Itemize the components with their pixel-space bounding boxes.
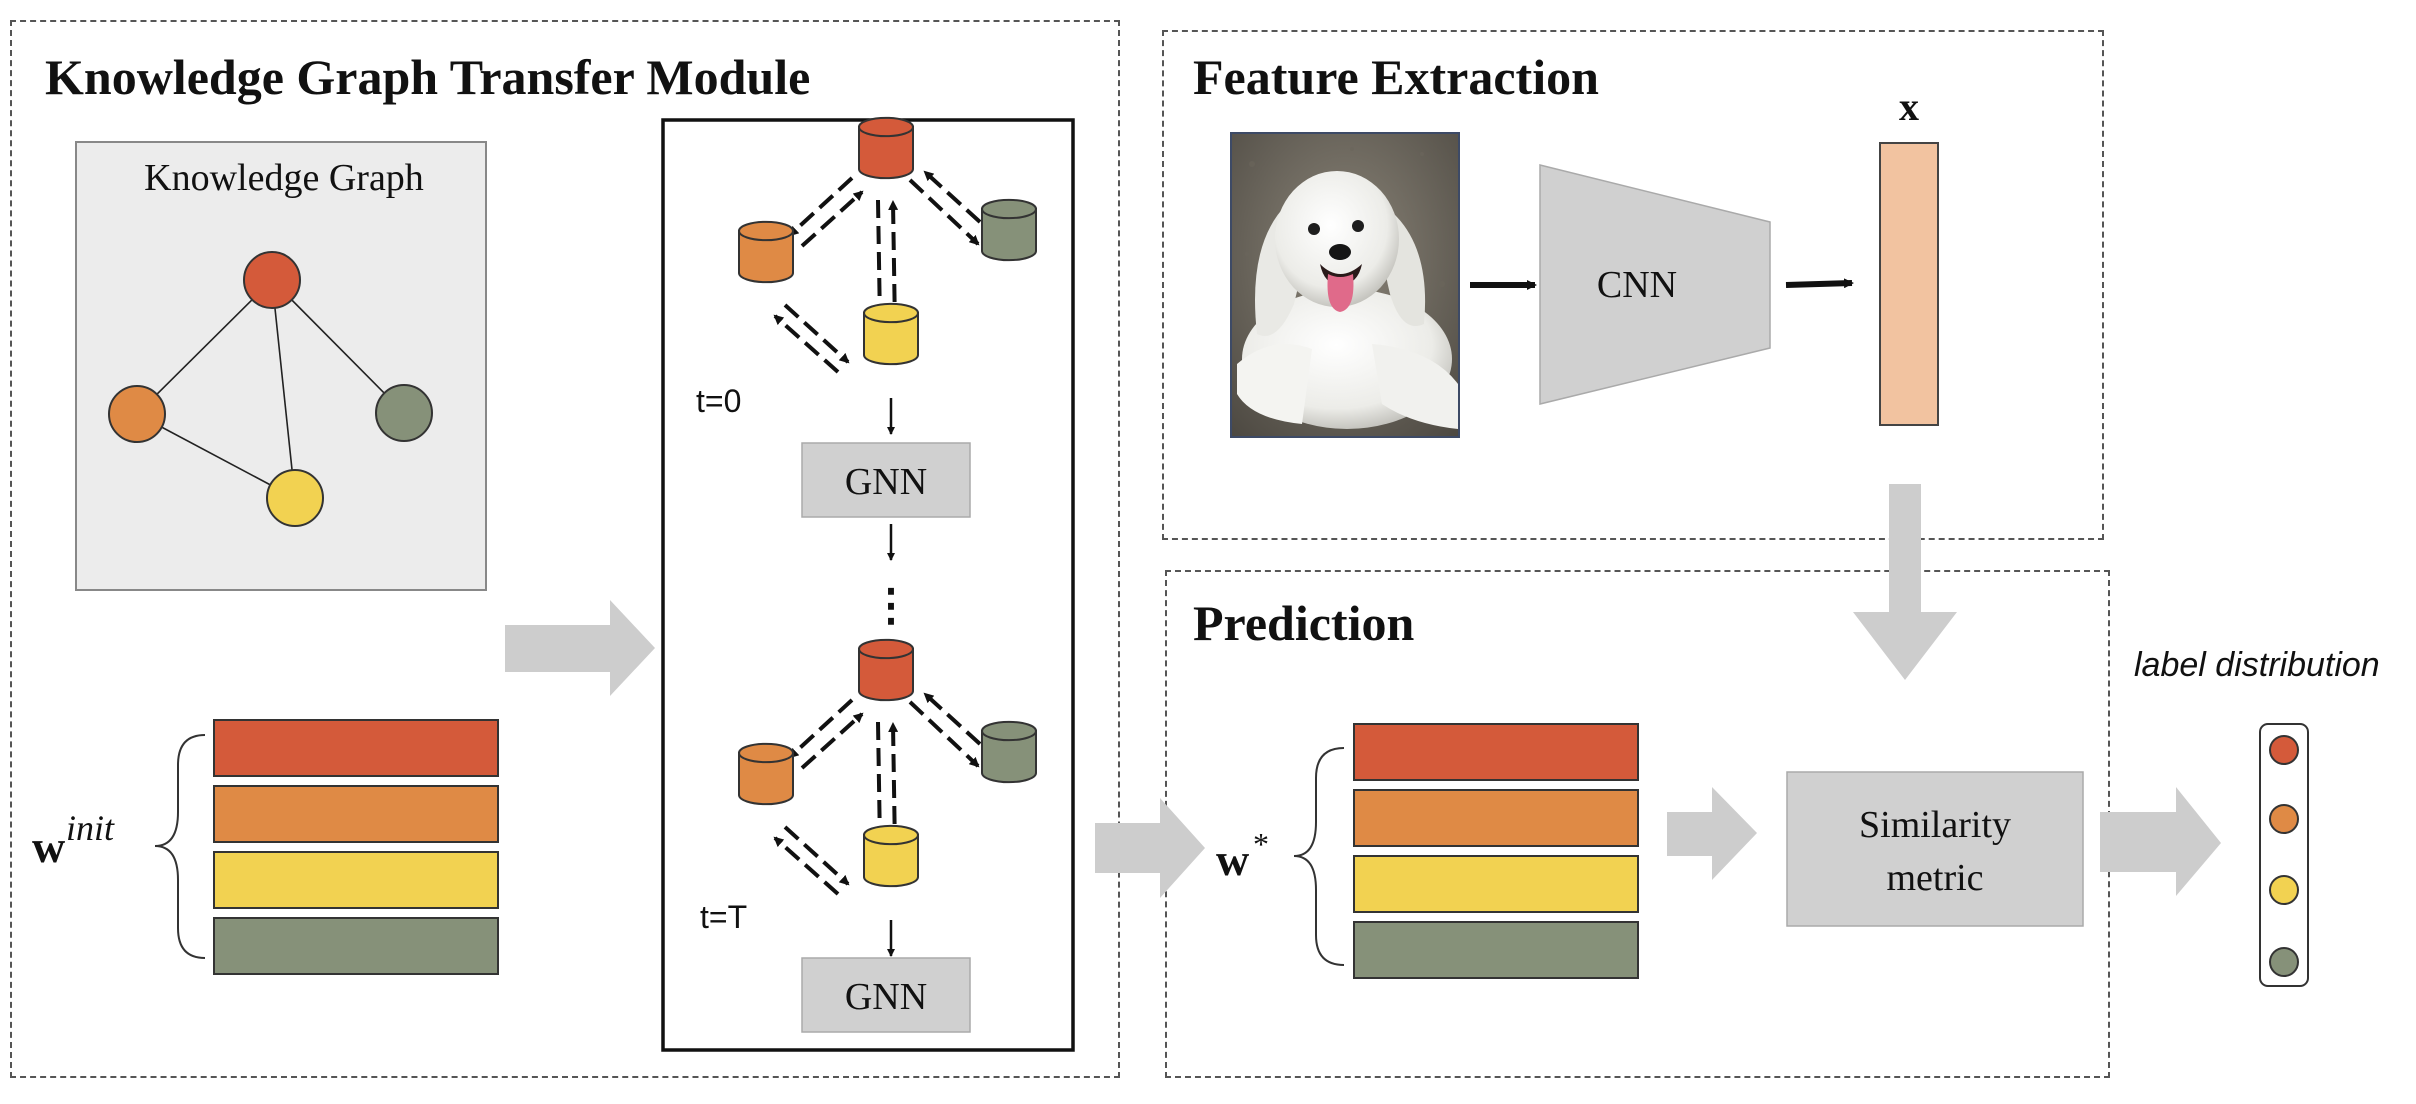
similarity-metric-box	[1786, 771, 2084, 927]
graph-node-orange	[108, 385, 166, 443]
propagation-ellipsis: ⋮	[869, 581, 913, 630]
time-label-tT: t=T	[700, 899, 747, 935]
arrow-to-label-distribution	[2100, 787, 2221, 896]
arrow-to-similarity	[1667, 787, 1757, 880]
cylinder-node-red	[858, 638, 914, 702]
cylinder-node-yellow	[863, 302, 919, 366]
dashed-message-arrows-T	[773, 692, 982, 896]
w-star-stack	[1353, 723, 1639, 979]
cylinder-node-orange	[738, 742, 794, 806]
step0-nodes	[738, 116, 1037, 366]
cylinder-node-green	[981, 198, 1037, 262]
feature-extraction-panel	[1162, 30, 2104, 540]
cylinder-node-green	[981, 720, 1037, 784]
transfer-module-title: Knowledge Graph Transfer Module	[45, 49, 811, 105]
transfer-module-panel	[10, 20, 1120, 1078]
feature-label: x	[1899, 84, 1919, 129]
dog-photo	[1230, 132, 1460, 438]
similarity-label-line1: Similarity	[1859, 804, 2011, 846]
arrow-to-prediction	[1095, 798, 1205, 898]
label-distribution-label: label distribution	[2134, 646, 2380, 684]
w-init-superscript: init	[66, 808, 115, 848]
feature-vector	[1879, 142, 1939, 426]
w-star-superscript: *	[1253, 826, 1269, 862]
cylinder-node-red	[858, 116, 914, 180]
propagation-step-T: t=T GNN	[700, 638, 1037, 1033]
graph-node-green	[375, 384, 433, 442]
w-init-stack	[213, 719, 499, 975]
label-prob-yellow	[2269, 875, 2299, 905]
arrow-to-propagation	[505, 600, 655, 696]
label-prob-red	[2269, 735, 2299, 765]
cylinder-node-orange	[738, 220, 794, 284]
gnn-box-T	[801, 957, 971, 1033]
arrow-feature-down	[1853, 484, 1957, 680]
stepT-nodes	[738, 638, 1037, 888]
gnn-label-0: GNN	[845, 461, 927, 503]
label-distribution-box	[2259, 723, 2309, 987]
propagation-step-0: t=0 GNN	[696, 116, 1037, 518]
cnn-trapezoid	[1539, 164, 1771, 405]
knowledge-graph-label: Knowledge Graph	[144, 157, 424, 199]
gnn-label-T: GNN	[845, 976, 927, 1018]
graph-node-red	[243, 251, 301, 309]
propagation-box	[661, 118, 1075, 1052]
feature-extraction-title: Feature Extraction	[1193, 49, 1599, 105]
graph-node-yellow	[266, 469, 324, 527]
w-init-brace	[154, 734, 206, 959]
similarity-label-line2: metric	[1886, 857, 1983, 899]
cylinder-node-yellow	[863, 824, 919, 888]
dog-photo-icon	[1232, 134, 1458, 436]
knowledge-graph-edges	[136, 279, 405, 499]
label-prob-orange	[2269, 804, 2299, 834]
label-prob-green	[2269, 947, 2299, 977]
gnn-box-0	[801, 442, 971, 518]
w-star-symbol: w	[1216, 834, 1249, 885]
arrow-cnn-to-feature	[1785, 278, 1854, 289]
dashed-message-arrows	[773, 170, 982, 374]
prediction-title: Prediction	[1193, 595, 1415, 651]
cnn-label: CNN	[1597, 264, 1677, 306]
w-star-brace	[1293, 747, 1345, 966]
w-init-symbol: w	[32, 821, 65, 872]
time-label-t0: t=0	[696, 383, 741, 419]
